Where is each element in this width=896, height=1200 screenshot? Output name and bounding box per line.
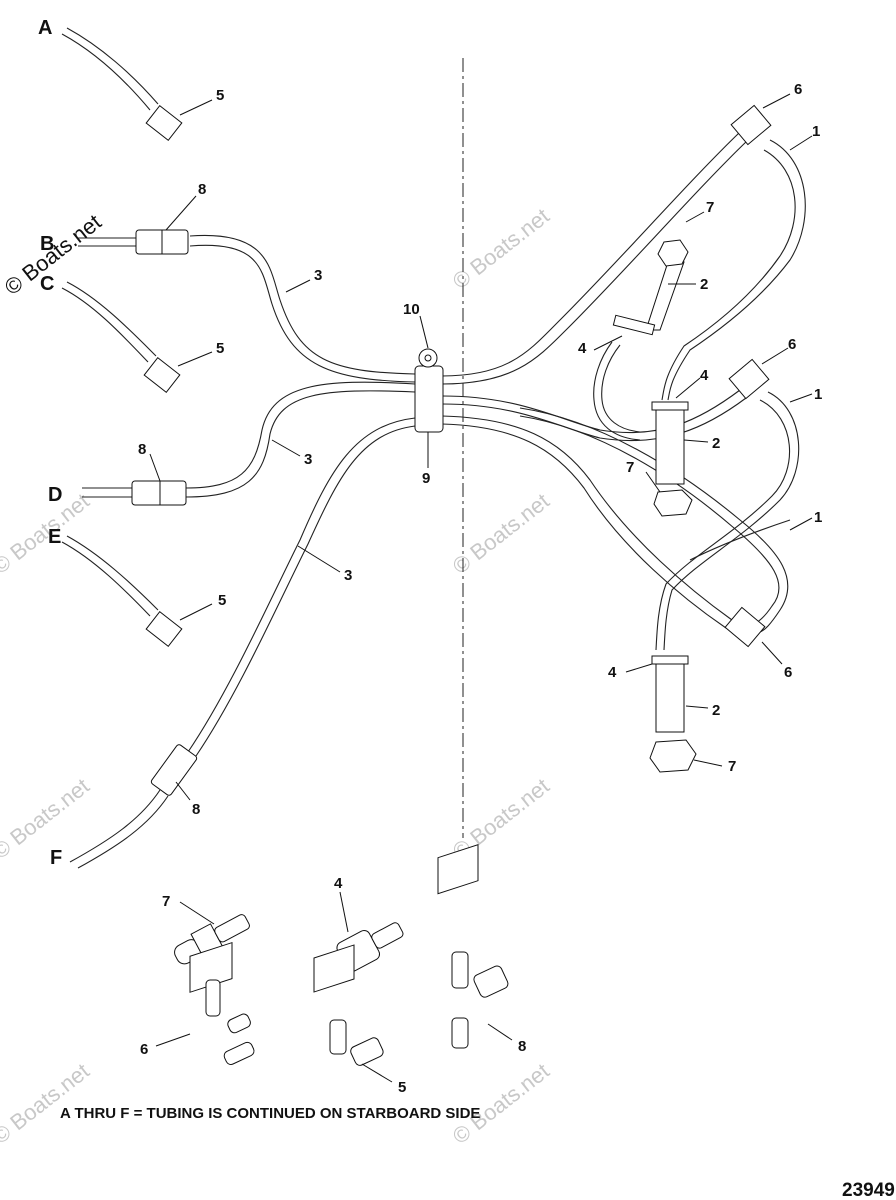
- callout-6: 6: [140, 1041, 148, 1058]
- part-view-5: [313, 944, 384, 1066]
- tubing: [61, 27, 806, 869]
- callout-1: 1: [814, 386, 822, 403]
- callout-1: 1: [814, 509, 822, 526]
- check-valve-4: [651, 655, 689, 665]
- letter-d: D: [48, 484, 62, 506]
- callout-4: 4: [578, 340, 587, 357]
- callout-10: 10: [403, 301, 420, 318]
- watermark: © Boats.net: [0, 773, 94, 864]
- figure-number: 23949: [842, 1180, 895, 1200]
- letter-f: F: [50, 847, 62, 869]
- callout-9: 9: [422, 470, 430, 487]
- callout-3: 3: [344, 567, 352, 584]
- fitting-7: [649, 739, 697, 773]
- tube-end-letters: A B C D E F: [38, 17, 62, 869]
- letter-a: A: [38, 17, 52, 39]
- callout-7: 7: [626, 459, 634, 476]
- fitting-8: [150, 744, 198, 796]
- fitting-6: [730, 104, 772, 146]
- part-view-8: [437, 844, 509, 1049]
- callout-3: 3: [314, 267, 322, 284]
- watermark: © Boats.net: [0, 1058, 94, 1149]
- part-views: [174, 844, 509, 1066]
- clamp-9: [414, 365, 444, 433]
- callout-2: 2: [712, 435, 720, 452]
- callout-8: 8: [518, 1038, 526, 1055]
- callout-7: 7: [706, 199, 714, 216]
- callout-8: 8: [192, 801, 200, 818]
- callout-6: 6: [784, 664, 792, 681]
- fitting-5: [145, 611, 183, 647]
- check-valve-4: [612, 314, 656, 336]
- letter-c: C: [40, 273, 54, 295]
- clamp-10-hole: [424, 354, 432, 362]
- tube-2: [655, 403, 685, 485]
- letter-b: B: [40, 233, 54, 255]
- callout-6: 6: [788, 336, 796, 353]
- callout-3: 3: [304, 451, 312, 468]
- callout-7: 7: [728, 758, 736, 775]
- callout-4: 4: [700, 367, 709, 384]
- watermark: © Boats.net: [448, 203, 554, 294]
- callout-5: 5: [218, 592, 226, 609]
- callout-1: 1: [812, 123, 820, 140]
- watermark-layer: © Boats.net © Boats.net © Boats.net © Bo…: [0, 203, 554, 1149]
- fitting-8: [131, 480, 187, 506]
- tube-2: [655, 659, 685, 733]
- callout-5: 5: [216, 340, 224, 357]
- part-view-6: [189, 941, 255, 1065]
- tube-2: [645, 261, 685, 331]
- callout-4: 4: [608, 664, 617, 681]
- leader-lines: [149, 93, 813, 1083]
- callout-5: 5: [216, 87, 224, 104]
- caption: A THRU F = TUBING IS CONTINUED ON STARBO…: [60, 1105, 480, 1122]
- fitting-5: [143, 357, 181, 393]
- callout-numbers: 5 8 3 5 10 8 3 9 3 5 8 6 1 7 2 4 6 4 1 2…: [138, 81, 822, 1096]
- letter-e: E: [48, 526, 61, 548]
- watermark: © Boats.net: [448, 488, 554, 579]
- fitting-6: [724, 606, 766, 648]
- callout-5: 5: [398, 1079, 406, 1096]
- check-valve-4: [651, 401, 689, 411]
- callout-7: 7: [162, 893, 170, 910]
- fitting-7: [657, 239, 689, 267]
- callout-8: 8: [138, 441, 146, 458]
- fitting-5: [145, 105, 183, 141]
- watermark: © Boats.net: [0, 488, 94, 579]
- callout-2: 2: [712, 702, 720, 719]
- callout-2: 2: [700, 276, 708, 293]
- fitting-7: [653, 489, 693, 517]
- callout-4: 4: [334, 875, 343, 892]
- callout-6: 6: [794, 81, 802, 98]
- callout-8: 8: [198, 181, 206, 198]
- fittings: [131, 104, 772, 796]
- watermark: © Boats.net: [448, 1058, 554, 1149]
- fitting-6: [728, 358, 770, 400]
